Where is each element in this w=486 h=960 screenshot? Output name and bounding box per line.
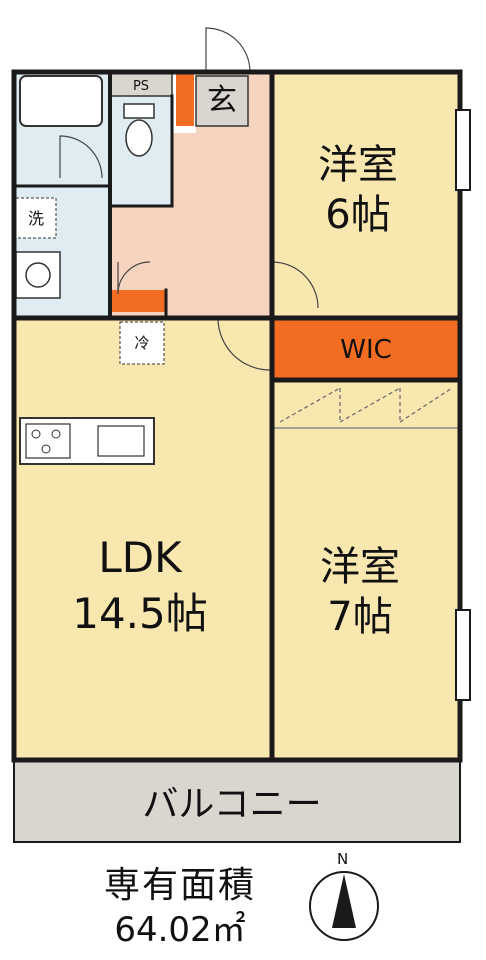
bedroom2-size: 7帖 [327, 594, 392, 640]
bathtub [19, 75, 103, 127]
wic-floor [272, 318, 460, 380]
toilet-bowl [125, 119, 153, 157]
stove [25, 423, 71, 459]
ldk-name: LDK [98, 533, 183, 582]
burner [51, 429, 61, 439]
shoe-cabinet [176, 74, 194, 126]
bedroom1-size: 6帖 [325, 192, 390, 238]
bedroom1-name: 洋室 [318, 142, 398, 188]
balcony-label: バルコニー [142, 784, 321, 825]
entrance-label: 玄 [207, 83, 237, 118]
ps-box [109, 71, 173, 97]
closet-doors [279, 387, 453, 423]
ps-label: PS [133, 79, 149, 94]
door-swings [59, 27, 319, 371]
hall-cabinet [110, 290, 166, 312]
washroom-label: 洗 [28, 209, 44, 228]
toilet-tank [123, 103, 155, 119]
compass-north-label: N [337, 850, 349, 868]
washer-box [15, 197, 57, 239]
bedroom2-floor [272, 380, 460, 760]
entrance-box [195, 75, 249, 127]
kitchen-counter [19, 417, 155, 465]
washbasin-bowl [25, 262, 51, 288]
wic-label: WIC [340, 335, 392, 365]
fridge-box [119, 321, 165, 365]
compass-icon [309, 871, 379, 941]
ldk-floor [14, 318, 272, 760]
bedroom2-name: 洋室 [320, 544, 400, 590]
area-title: 専有面積 [103, 865, 256, 906]
burner [41, 444, 51, 454]
bedroom1-floor [272, 72, 460, 318]
ldk-size: 14.5帖 [72, 589, 208, 638]
area-value: 64.02㎡ [114, 910, 246, 950]
burner [31, 429, 41, 439]
balcony-floor [14, 760, 460, 842]
washbasin [15, 251, 61, 299]
kitchen-sink [97, 425, 145, 457]
closet-floor [272, 380, 460, 428]
windows [455, 109, 471, 701]
fridge-label: 冷 [134, 334, 149, 352]
balcony-outline [13, 759, 461, 843]
